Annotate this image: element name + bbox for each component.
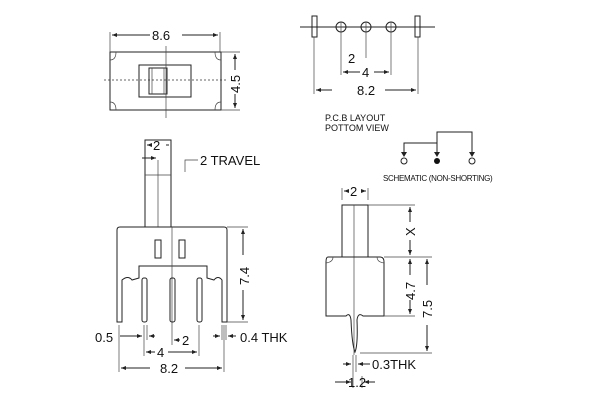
pcb-title-line1: P.C.B LAYOUT	[325, 113, 386, 123]
end-actuator-dim: 2	[350, 184, 357, 199]
travel-label: 2 TRAVEL	[200, 153, 260, 168]
pcb-span-dim: 4	[362, 65, 369, 80]
end-total-height-dim: 7.5	[420, 300, 435, 318]
side-height-dim: 7.4	[237, 267, 252, 285]
top-width-dim: 8.6	[152, 28, 170, 43]
top-height-dim: 4.5	[228, 75, 243, 93]
side-actuator-dim: 2	[153, 138, 160, 153]
side-view: 2 2 TRAVEL 7.4 0.5 2 4 8.2 0.4 THK	[95, 138, 288, 376]
side-thickness-label: 0.4 THK	[240, 330, 288, 345]
pcb-layout: 2 4 8.2 P.C.B LAYOUT POTTOM VIEW	[300, 15, 435, 133]
pin-width-dim: 0.5	[95, 330, 113, 345]
schematic-label: SCHEMATIC (NON-SHORTING)	[383, 174, 493, 183]
pcb-width-dim: 8.2	[357, 83, 375, 98]
end-lead-width-dim: 1.2	[348, 375, 366, 390]
side-span-dim: 4	[157, 345, 164, 360]
schematic: SCHEMATIC (NON-SHORTING)	[383, 131, 493, 183]
end-actuator-height-dim: X	[403, 227, 418, 236]
end-body-height-dim: 4.7	[403, 282, 418, 300]
top-view: 8.6 4.5	[104, 28, 243, 118]
pcb-pitch-dim: 2	[348, 51, 355, 66]
side-pitch-dim: 2	[182, 333, 189, 348]
end-view: 2 X 4.7 7.5 0.3THK 1.2	[325, 184, 435, 390]
side-width-dim: 8.2	[160, 361, 178, 376]
end-thickness-label: 0.3THK	[372, 357, 416, 372]
pcb-title-line2: POTTOM VIEW	[325, 123, 389, 133]
